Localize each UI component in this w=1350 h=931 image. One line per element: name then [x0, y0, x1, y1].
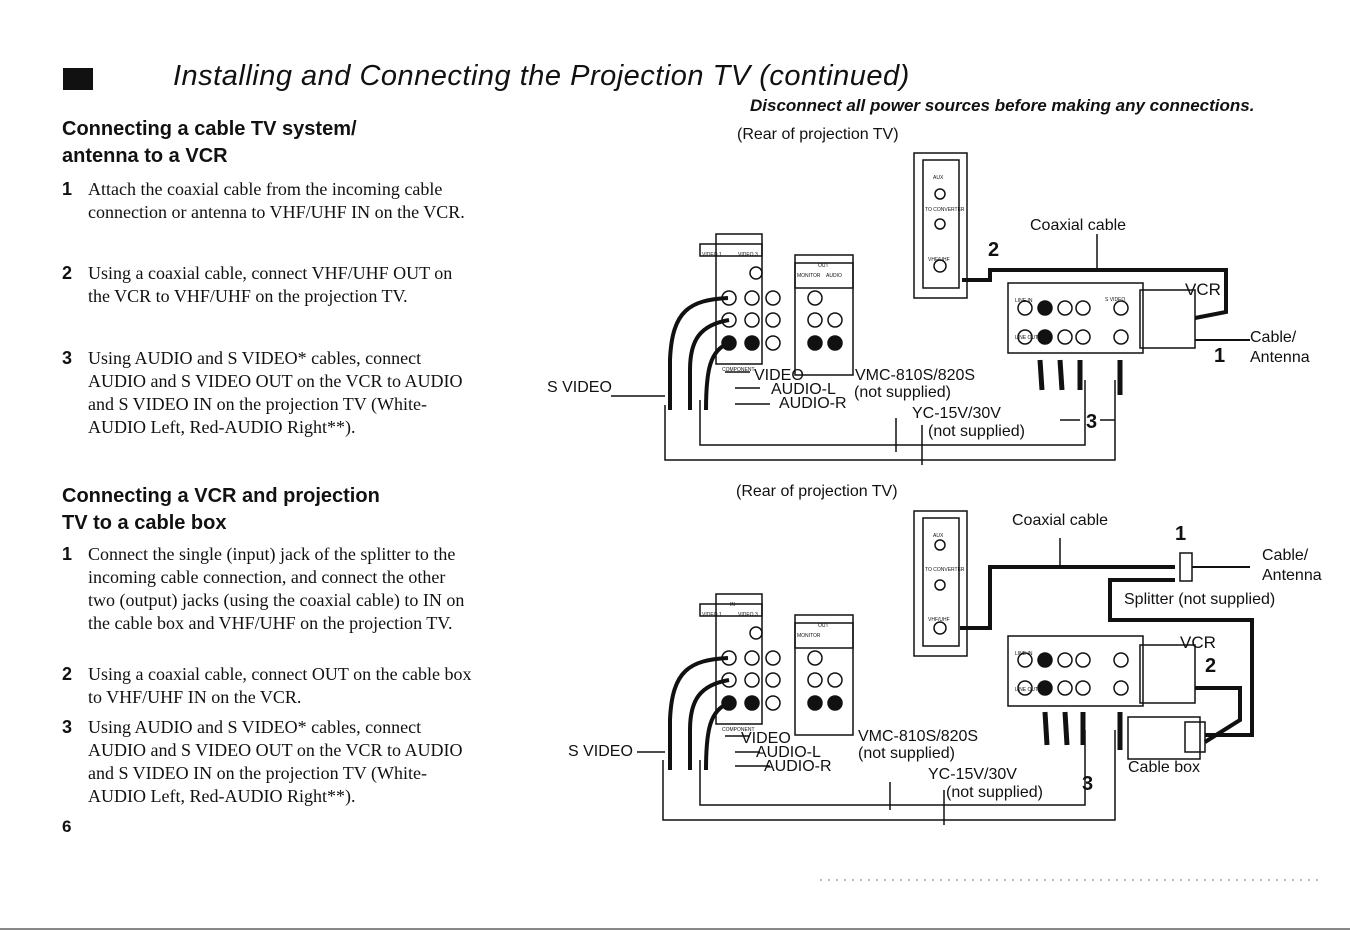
- diagram1-callout-2: 2: [988, 239, 1000, 261]
- diagram1-vcr-panel: [1007, 282, 1196, 354]
- section1-heading-line1: Connecting a cable TV system/: [62, 118, 357, 140]
- to-converter-label: TO CONVERTER: [925, 207, 965, 213]
- section1-step2: 2 Using a coaxial cable, connect VHF/UHF…: [62, 262, 472, 332]
- step-number: 3: [62, 348, 73, 368]
- step-text: Using AUDIO and S VIDEO* cables, connect…: [88, 348, 463, 437]
- diagram1-callout-1: 1: [1214, 345, 1226, 367]
- diagram2-tv-av-panel: [699, 593, 854, 736]
- step-number: 3: [62, 717, 73, 737]
- section2-heading-line1: Connecting a VCR and projection: [62, 485, 380, 507]
- diagram2-cable-box: [1127, 716, 1206, 760]
- section2-step3: 3 Using AUDIO and S VIDEO* cables, conne…: [62, 716, 472, 836]
- step-text: Using a coaxial cable, connect OUT on th…: [88, 664, 472, 707]
- diagram1-audio-l-label: AUDIO-L: [771, 381, 836, 398]
- diagram1-vmc-label: VMC-810S/820S: [855, 367, 976, 384]
- page-number: 6: [62, 817, 72, 836]
- diagram2-vcr-panel: [1007, 635, 1196, 707]
- section1-heading-line2: antenna to a VCR: [62, 145, 228, 167]
- diagram1-yc-not-supplied: (not supplied): [928, 423, 1025, 440]
- diagram2-yc-label: YC-15V/30V: [928, 766, 1017, 783]
- step-number: 2: [62, 263, 73, 283]
- diagram1-callout-3: 3: [1086, 411, 1098, 433]
- vhf-uhf-label-2: VHF/UHF: [928, 617, 950, 623]
- component-label: COMPONENT: [722, 367, 755, 373]
- step-text: Using a coaxial cable, connect VHF/UHF O…: [88, 263, 453, 306]
- component-label-2: COMPONENT: [722, 727, 755, 733]
- diagram2-cable-label: Cable/: [1262, 547, 1309, 564]
- step-number: 1: [62, 179, 73, 199]
- aux-label: AUX: [933, 175, 944, 181]
- diagram2-callout-1: 1: [1175, 523, 1187, 545]
- diagram1-tv-av-panel: [699, 233, 854, 376]
- title-marker: [63, 68, 93, 90]
- diagram1-video-label: VIDEO: [754, 367, 804, 384]
- section1-heading: Connecting a cable TV system/ antenna to…: [62, 116, 357, 170]
- diagram2-callout-2: 2: [1205, 655, 1217, 677]
- section2-step1: 1 Connect the single (input) jack of the…: [62, 543, 472, 658]
- vcr-s-video-label: S VIDEO: [1105, 297, 1126, 303]
- out-label-2: OUT: [818, 623, 829, 629]
- step-number: 1: [62, 544, 73, 564]
- monitor-label: MONITOR: [797, 273, 821, 279]
- in-label-2: IN: [730, 602, 735, 608]
- vcr-line-in-label: LINE IN: [1015, 298, 1033, 304]
- vcr-line-in-label-2: LINE IN: [1015, 651, 1033, 657]
- power-warning: Disconnect all power sources before maki…: [750, 96, 1255, 115]
- to-converter-label-2: TO CONVERTER: [925, 567, 965, 573]
- monitor-label-2: MONITOR: [797, 633, 821, 639]
- diagram2-video-label: VIDEO: [741, 730, 791, 747]
- audio-label: AUDIO: [826, 273, 842, 279]
- vcr-line-out-label: LINE OUT: [1015, 335, 1039, 341]
- diagram2-coaxial-label: Coaxial cable: [1012, 512, 1109, 529]
- video1-label: VIDEO 1: [702, 252, 722, 258]
- diagram1-vmc-not-supplied: (not supplied): [854, 384, 951, 401]
- diagram1-cable-label: Cable/: [1250, 329, 1297, 346]
- section1-step1: 1 Attach the coaxial cable from the inco…: [62, 178, 472, 248]
- diagram2-audio-l-label: AUDIO-L: [756, 744, 821, 761]
- diagram2-rear-label: (Rear of projection TV): [736, 483, 898, 500]
- section2-heading-line2: TV to a cable box: [62, 512, 227, 534]
- diagram2-antenna-label: Antenna: [1262, 567, 1322, 584]
- diagram2-vmc-not-supplied: (not supplied): [858, 745, 955, 762]
- diagram2-vmc-label: VMC-810S/820S: [858, 728, 979, 745]
- aux-label-2: AUX: [933, 533, 944, 539]
- step-number: 2: [62, 664, 73, 684]
- diagram2-audio-r-label: AUDIO-R: [764, 758, 832, 775]
- diagram2-yc-not-supplied: (not supplied): [946, 784, 1043, 801]
- diagram1-rear-label: (Rear of projection TV): [737, 126, 899, 143]
- video1-label-2: VIDEO 1: [702, 612, 722, 618]
- diagram2-cable-box-label: Cable box: [1128, 759, 1201, 776]
- step-text: Using AUDIO and S VIDEO* cables, connect…: [88, 717, 463, 806]
- step-text: Connect the single (input) jack of the s…: [88, 544, 465, 633]
- video3-label: VIDEO 3: [738, 252, 758, 258]
- out-label: OUT: [818, 263, 829, 269]
- diagram2-callout-3: 3: [1082, 773, 1094, 795]
- section2-heading: Connecting a VCR and projection TV to a …: [62, 483, 380, 537]
- diagram2-vcr-label: VCR: [1180, 633, 1216, 652]
- diagram1-s-video-label: S VIDEO: [547, 379, 612, 396]
- diagram2-tv-antenna-panel: [913, 510, 968, 657]
- diagram2-splitter: [1179, 552, 1250, 582]
- video3-label-2: VIDEO 3: [738, 612, 758, 618]
- diagram1-yc-label: YC-15V/30V: [912, 405, 1001, 422]
- section1-step3: 3 Using AUDIO and S VIDEO* cables, conne…: [62, 347, 472, 467]
- diagram1-vcr-label: VCR: [1185, 280, 1221, 299]
- page-title: Installing and Connecting the Projection…: [173, 60, 910, 92]
- section2-step2: 2 Using a coaxial cable, connect OUT on …: [62, 663, 472, 711]
- diagram1-tv-antenna-panel: [913, 152, 968, 299]
- diagram1-antenna-label: Antenna: [1250, 349, 1310, 366]
- diagram1-coaxial-label: Coaxial cable: [1030, 217, 1127, 234]
- vhf-uhf-label: VHF/UHF: [928, 257, 950, 263]
- diagram1-audio-r-label: AUDIO-R: [779, 395, 847, 412]
- step-text: Attach the coaxial cable from the incomi…: [88, 179, 465, 222]
- diagram2-splitter-label: Splitter (not supplied): [1124, 591, 1276, 608]
- diagram2-s-video-label: S VIDEO: [568, 743, 633, 760]
- vcr-line-out-label-2: LINE OUT: [1015, 687, 1039, 693]
